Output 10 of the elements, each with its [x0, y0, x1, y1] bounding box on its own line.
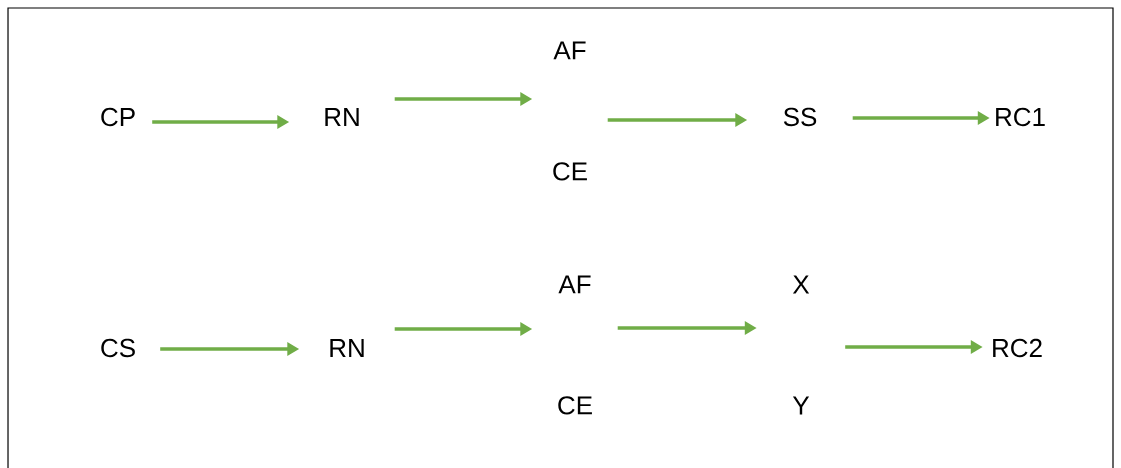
text-label: AF CE: [553, 41, 587, 181]
text-label: RC2: [993, 338, 1042, 358]
text-label: RN: [330, 339, 364, 357]
text-label: X Y: [792, 275, 810, 415]
text-label: RC1: [996, 107, 1045, 127]
text-label: SS: [783, 107, 817, 127]
text-label: AF CE: [558, 275, 592, 415]
text-label: CP: [101, 107, 135, 127]
text-label: RN: [325, 108, 359, 126]
text-label: CS: [101, 338, 135, 358]
